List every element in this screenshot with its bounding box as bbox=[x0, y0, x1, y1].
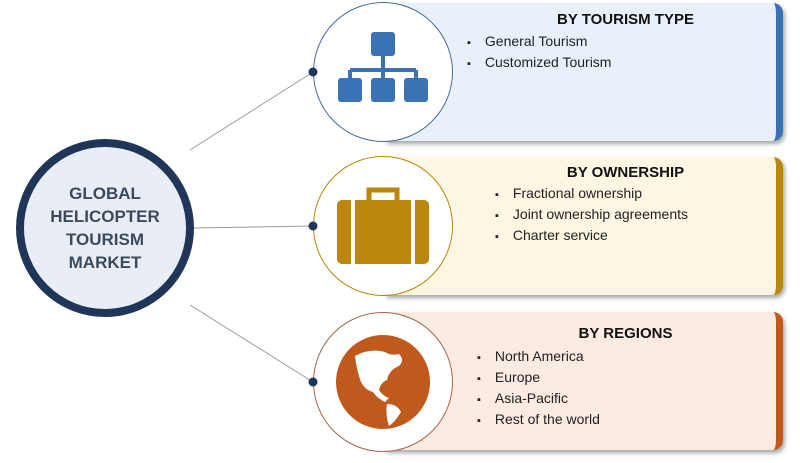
center-title-line: TOURISM bbox=[65, 230, 145, 249]
center-title-line: HELICOPTER bbox=[50, 207, 160, 226]
globe-icon bbox=[336, 335, 430, 429]
segment-item: General Tourism bbox=[467, 33, 611, 49]
center-circle: GLOBAL HELICOPTER TOURISM MARKET bbox=[16, 139, 194, 317]
segment-item: Customized Tourism bbox=[467, 54, 612, 70]
center-title-line: GLOBAL bbox=[69, 184, 141, 203]
briefcase-icon bbox=[337, 187, 429, 264]
segment-item: Charter service bbox=[495, 227, 688, 243]
icon-circle bbox=[313, 156, 453, 296]
segment-item: Europe bbox=[477, 369, 600, 385]
segment-item: North America bbox=[477, 348, 600, 364]
segment-item: Fractional ownership bbox=[495, 185, 688, 201]
segment-title: BY TOURISM TYPE bbox=[557, 11, 694, 28]
icon-circle bbox=[313, 2, 453, 142]
segment-title: BY OWNERSHIP bbox=[566, 164, 685, 181]
icon-circle bbox=[313, 312, 453, 452]
segment-title: BY REGIONS bbox=[578, 325, 673, 342]
segment-item: Rest of the world bbox=[477, 411, 600, 427]
center-title-line: MARKET bbox=[68, 253, 142, 272]
hierarchy-icon bbox=[338, 32, 428, 102]
segment-item: Asia-Pacific bbox=[477, 390, 600, 406]
segment-item: Joint ownership agreements bbox=[495, 206, 688, 222]
